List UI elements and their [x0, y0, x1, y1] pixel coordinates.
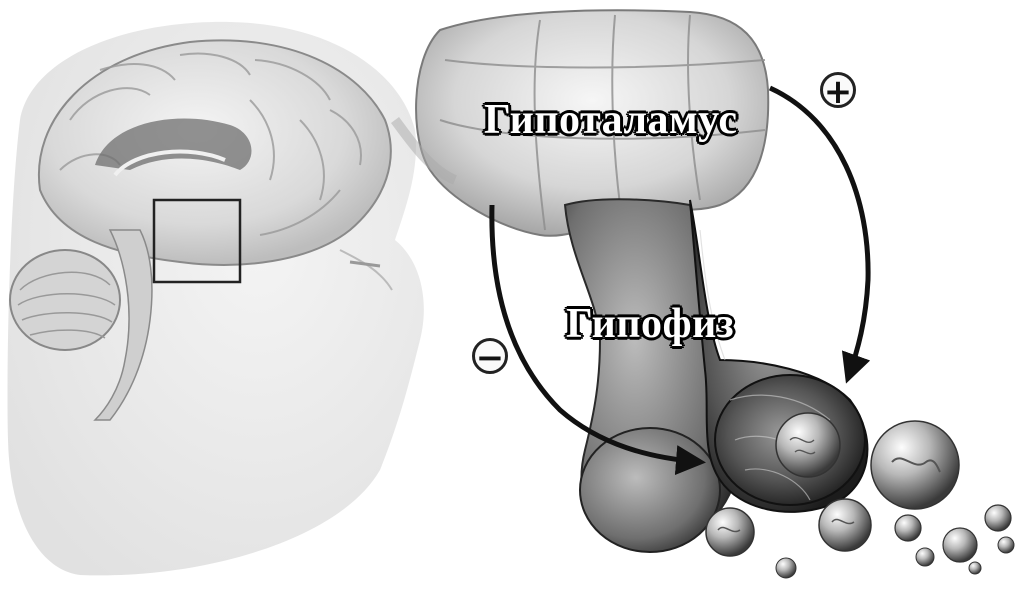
- plus-icon: +: [820, 72, 856, 108]
- hormone-sphere: [943, 528, 977, 562]
- hormone-sphere: [985, 505, 1011, 531]
- hormone-sphere: [776, 558, 796, 578]
- hormone-sphere: [916, 548, 934, 566]
- pituitary-label: Гипофиз: [566, 300, 734, 348]
- hypothalamus-label: Гипоталамус: [484, 96, 738, 144]
- minus-icon: −: [472, 338, 508, 374]
- hormone-sphere: [895, 515, 921, 541]
- hormone-sphere: [871, 421, 959, 509]
- hormone-sphere: [998, 537, 1014, 553]
- hormone-sphere: [819, 499, 871, 551]
- hormone-sphere: [706, 508, 754, 556]
- hormone-sphere: [969, 562, 981, 574]
- pituitary-structure: [565, 199, 867, 552]
- positive-feedback-arrow: [770, 88, 868, 378]
